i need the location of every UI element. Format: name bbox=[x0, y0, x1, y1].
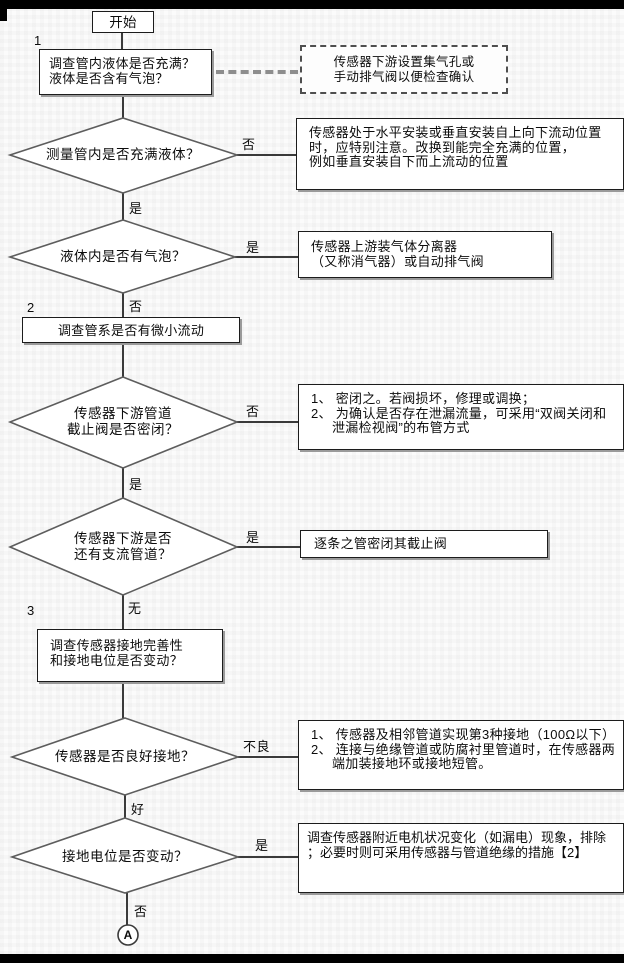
decision-bubbles-label: 液体内是否有气泡？ bbox=[60, 249, 186, 264]
branch-label-d1-yes: 是 bbox=[129, 201, 143, 216]
action-box-fix-potential-line2: ；必要时则可采用传感器与管道绝缘的措施【2】 bbox=[307, 844, 588, 860]
bottom-border-bar bbox=[0, 954, 624, 963]
action-box-fix-position: 传感器处于水平安装或垂直安装自上向下流动位置 时，应特别注意。改换到能完全充满的… bbox=[296, 118, 624, 190]
offpage-connector-label: A bbox=[123, 928, 133, 942]
process-box-grounding: 调查传感器接地完善性 和接地电位是否变动？ bbox=[37, 629, 223, 682]
decision-branch-pipe-shape bbox=[7, 497, 240, 596]
action-box-close-branch: 逐条之管密闭其截止阀 bbox=[300, 530, 548, 558]
process-box-microflow: 调查管系是否有微小流动 bbox=[22, 317, 240, 343]
process-box-grounding-line1: 调查传感器接地完善性 bbox=[50, 638, 184, 653]
top-left-notch bbox=[0, 9, 7, 21]
action-box-fix-potential: 调查传感器附近电机状况变化（如漏电）现象，排除 ；必要时则可采用传感器与管道绝缘… bbox=[298, 823, 624, 893]
note-box-vent: 传感器下游设置集气孔或 手动排气阀以便检查确认 bbox=[300, 45, 508, 94]
decision-pipe-full-shape bbox=[7, 117, 240, 194]
note-box-vent-line2: 手动排气阀以便检查确认 bbox=[333, 69, 475, 84]
decision-valve-sealed-line1: 传感器下游管道 bbox=[74, 406, 172, 421]
decision-valve-sealed-shape bbox=[7, 376, 240, 469]
decision-valve-sealed-line2: 截止阀是否密闭？ bbox=[67, 422, 179, 437]
process-box-check-full: 调查管内液体是否充满？ 液体是否含有气泡？ bbox=[39, 49, 212, 95]
branch-label-d4-yes: 是 bbox=[246, 530, 260, 545]
action-box-fix-valve-line1: 1、 密闭之。若阀损坏，修理或调换； bbox=[311, 391, 536, 406]
branch-label-d3-no: 否 bbox=[246, 404, 260, 419]
action-box-fix-position-line2: 时，应特别注意。改换到能完全充满的位置， bbox=[309, 139, 576, 155]
action-box-fix-grounding: 1、 传感器及相邻管道实现第3种接地（100Ω以下） 2、 连接与绝缘管道或防腐… bbox=[298, 720, 624, 790]
action-box-fix-grounding-line2: 2、 连接与绝缘管道或防腐衬里管道时，在传感器两 bbox=[311, 741, 616, 757]
action-box-fix-potential-line1: 调查传感器附近电机状况变化（如漏电）现象，排除 bbox=[307, 830, 607, 845]
action-box-fix-position-line1: 传感器处于水平安装或垂直安装自上向下流动位置 bbox=[309, 125, 602, 140]
start-node: 开始 bbox=[92, 11, 154, 33]
action-box-fix-grounding-line1: 1、 传感器及相邻管道实现第3种接地（100Ω以下） bbox=[311, 727, 616, 742]
branch-label-d6-no: 否 bbox=[134, 904, 148, 919]
branch-label-d4-none: 无 bbox=[128, 601, 142, 616]
branch-label-d2-no: 否 bbox=[129, 299, 143, 314]
step-marker-2: 2 bbox=[27, 300, 35, 315]
decision-potential-label: 接地电位是否变动？ bbox=[62, 849, 188, 864]
action-box-gas-separator: 传感器上游装气体分离器 （又称消气器）或自动排气阀 bbox=[298, 231, 552, 278]
decision-grounded-label: 传感器是否良好接地？ bbox=[55, 749, 195, 764]
branch-label-d1-no: 否 bbox=[242, 137, 256, 152]
process-box-microflow-label: 调查管系是否有微小流动 bbox=[57, 322, 205, 338]
decision-potential-shape bbox=[9, 817, 241, 894]
branch-label-d3-yes: 是 bbox=[129, 477, 143, 492]
action-box-fix-valve-line3: 泄漏检视阀”的布管方式 bbox=[332, 420, 470, 435]
action-box-close-branch-label: 逐条之管密闭其截止阀 bbox=[314, 536, 448, 551]
step-marker-1: 1 bbox=[34, 33, 42, 48]
connector-lines bbox=[121, 32, 300, 925]
action-box-fix-valve-line2: 2、 为确认是否存在泄漏流量，可采用“双阀关闭和 bbox=[311, 405, 607, 421]
step-marker-3: 3 bbox=[27, 603, 35, 618]
branch-label-d6-yes: 是 bbox=[255, 838, 269, 853]
action-box-fix-grounding-line3: 端加装接地环或接地短管。 bbox=[332, 756, 492, 771]
action-box-gas-separator-line1: 传感器上游装气体分离器 bbox=[311, 239, 458, 254]
branch-label-d5-good: 好 bbox=[131, 802, 145, 817]
decision-grounded-shape bbox=[9, 717, 241, 796]
process-box-grounding-line2: 和接地电位是否变动？ bbox=[50, 653, 184, 668]
decision-diamonds bbox=[7, 117, 241, 894]
decision-branch-pipe-label: 传感器下游是否 还有支流管道？ bbox=[23, 531, 223, 563]
start-node-label: 开始 bbox=[109, 14, 137, 30]
decision-branch-pipe-line1: 传感器下游是否 bbox=[74, 531, 172, 546]
process-box-check-full-line2: 液体是否含有气泡？ bbox=[49, 71, 169, 86]
offpage-connector-circle bbox=[117, 924, 139, 946]
note-box-vent-line1: 传感器下游设置集气孔或 bbox=[333, 54, 475, 69]
decision-bubbles-shape bbox=[7, 219, 238, 294]
action-box-fix-position-line3: 例如垂直安装自下而上流动的位置 bbox=[309, 154, 509, 169]
dashed-connector bbox=[216, 70, 298, 74]
decision-pipe-full-label: 测量管内是否充满液体？ bbox=[46, 147, 200, 162]
branch-label-d5-bad: 不良 bbox=[243, 739, 271, 754]
action-box-fix-valve: 1、 密闭之。若阀损坏，修理或调换； 2、 为确认是否存在泄漏流量，可采用“双阀… bbox=[298, 384, 624, 450]
action-box-gas-separator-line2: （又称消气器）或自动排气阀 bbox=[311, 254, 484, 269]
decision-valve-sealed-label: 传感器下游管道 截止阀是否密闭？ bbox=[23, 406, 223, 438]
top-border-bar bbox=[0, 0, 624, 9]
process-box-check-full-line1: 调查管内液体是否充满？ bbox=[49, 56, 196, 71]
branch-label-d2-yes: 是 bbox=[246, 240, 260, 255]
decision-branch-pipe-line2: 还有支流管道？ bbox=[74, 547, 172, 562]
